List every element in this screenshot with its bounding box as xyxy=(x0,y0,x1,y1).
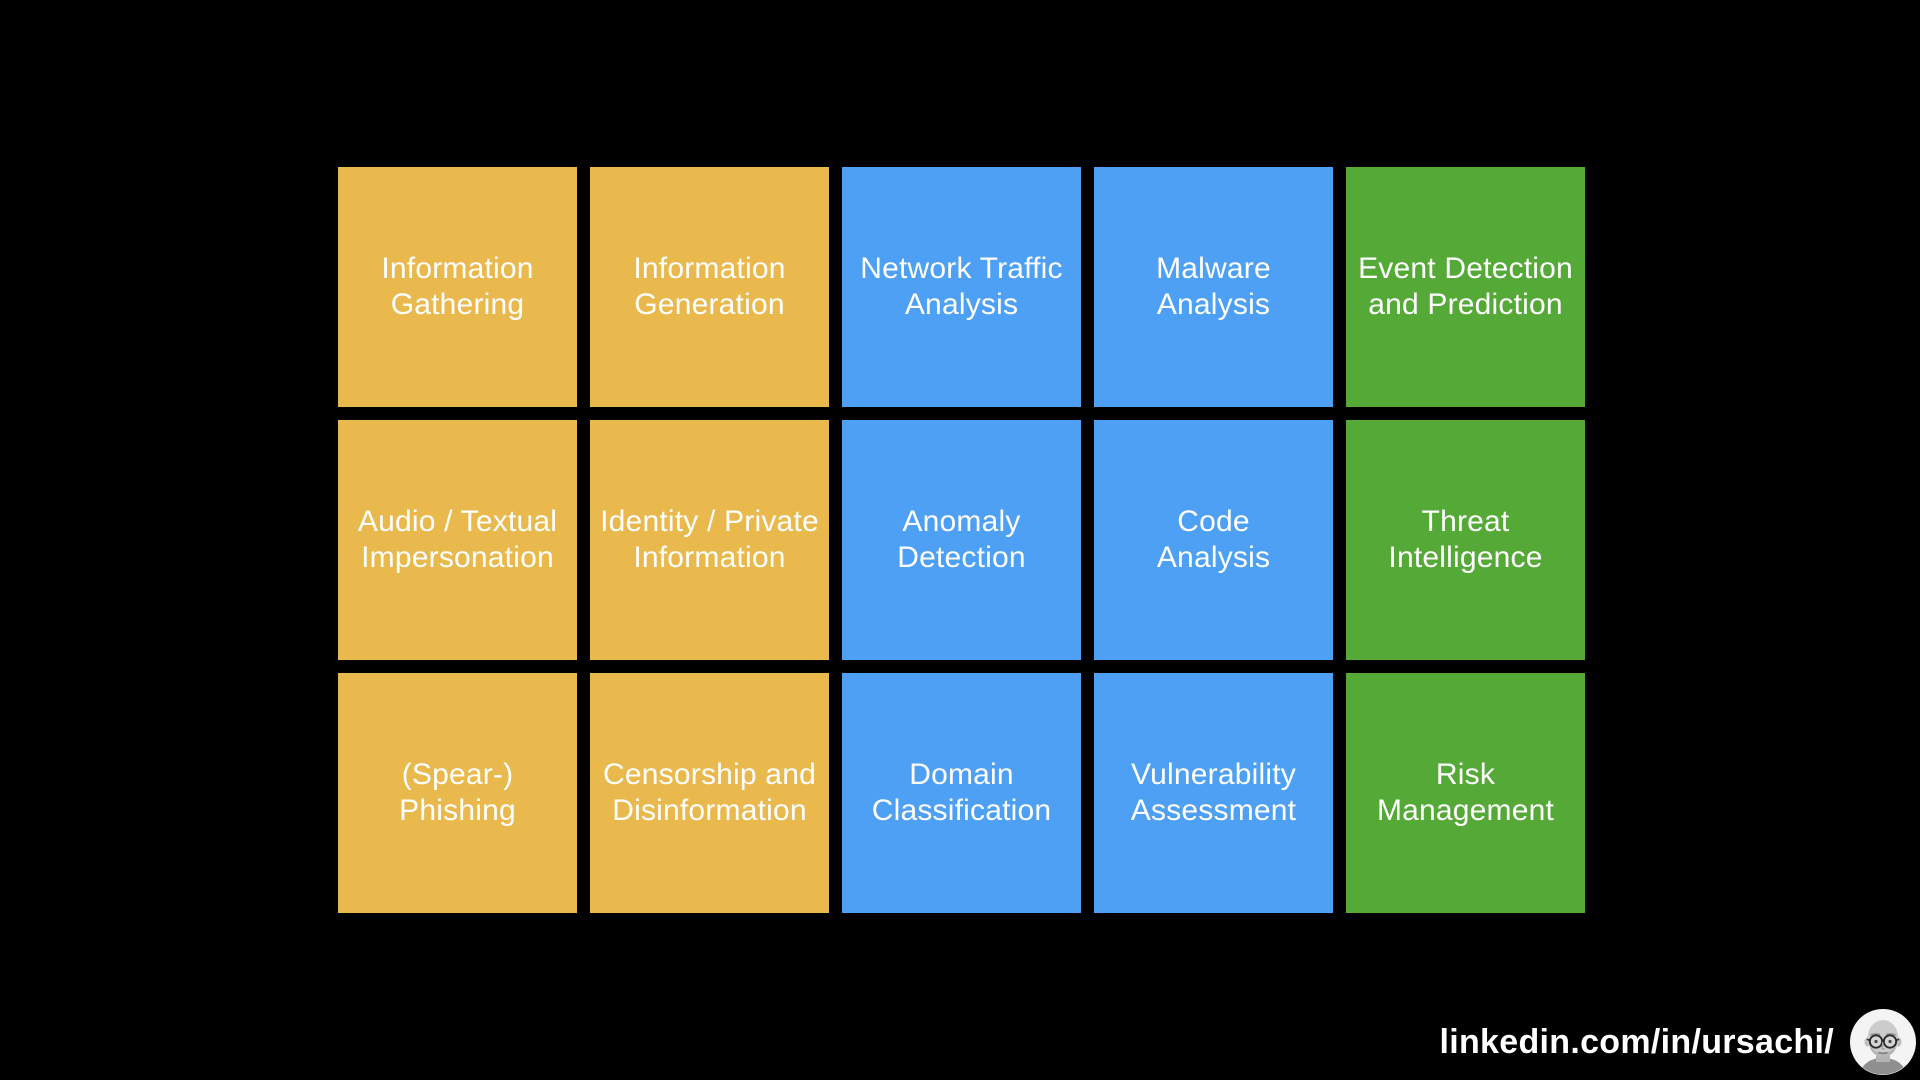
tile-risk-management: Risk Management xyxy=(1346,673,1585,913)
tile-domain-classification: Domain Classification xyxy=(842,673,1081,913)
tile-label: Threat Intelligence xyxy=(1388,505,1543,574)
tile-label: (Spear-) Phishing xyxy=(399,758,516,827)
category-grid: Information Gathering Information Genera… xyxy=(338,167,1585,913)
tile-information-generation: Information Generation xyxy=(590,167,829,407)
tile-threat-intelligence: Threat Intelligence xyxy=(1346,420,1585,660)
tile-code-analysis: Code Analysis xyxy=(1094,420,1333,660)
tile-audio-textual-impersonation: Audio / Textual Impersonation xyxy=(338,420,577,660)
tile-label: Risk Management xyxy=(1376,758,1555,827)
tile-network-traffic-analysis: Network Traffic Analysis xyxy=(842,167,1081,407)
tile-label: Malware Analysis xyxy=(1156,252,1271,321)
tile-anomaly-detection: Anomaly Detection xyxy=(842,420,1081,660)
linkedin-handle: linkedin.com/in/ursachi/ xyxy=(1439,1022,1834,1061)
tile-malware-analysis: Malware Analysis xyxy=(1094,167,1333,407)
tile-label: Information Generation xyxy=(633,252,786,321)
tile-label: Event Detection and Prediction xyxy=(1358,252,1573,321)
tile-label: Identity / Private Information xyxy=(600,505,819,574)
tile-label: Audio / Textual Impersonation xyxy=(357,505,558,574)
tile-information-gathering: Information Gathering xyxy=(338,167,577,407)
footer: linkedin.com/in/ursachi/ xyxy=(1439,1009,1916,1075)
tile-label: Information Gathering xyxy=(381,252,534,321)
avatar-photo-icon xyxy=(1850,1009,1916,1075)
tile-label: Domain Classification xyxy=(871,758,1052,827)
tile-censorship-and-disinformation: Censorship and Disinformation xyxy=(590,673,829,913)
tile-label: Censorship and Disinformation xyxy=(603,758,816,827)
tile-label: Vulnerability Assessment xyxy=(1130,758,1297,827)
tile-label: Anomaly Detection xyxy=(897,505,1026,574)
tile-spear-phishing: (Spear-) Phishing xyxy=(338,673,577,913)
tile-vulnerability-assessment: Vulnerability Assessment xyxy=(1094,673,1333,913)
tile-identity-private-information: Identity / Private Information xyxy=(590,420,829,660)
tile-event-detection-and-prediction: Event Detection and Prediction xyxy=(1346,167,1585,407)
tile-label: Code Analysis xyxy=(1156,505,1271,574)
tile-label: Network Traffic Analysis xyxy=(860,252,1063,321)
